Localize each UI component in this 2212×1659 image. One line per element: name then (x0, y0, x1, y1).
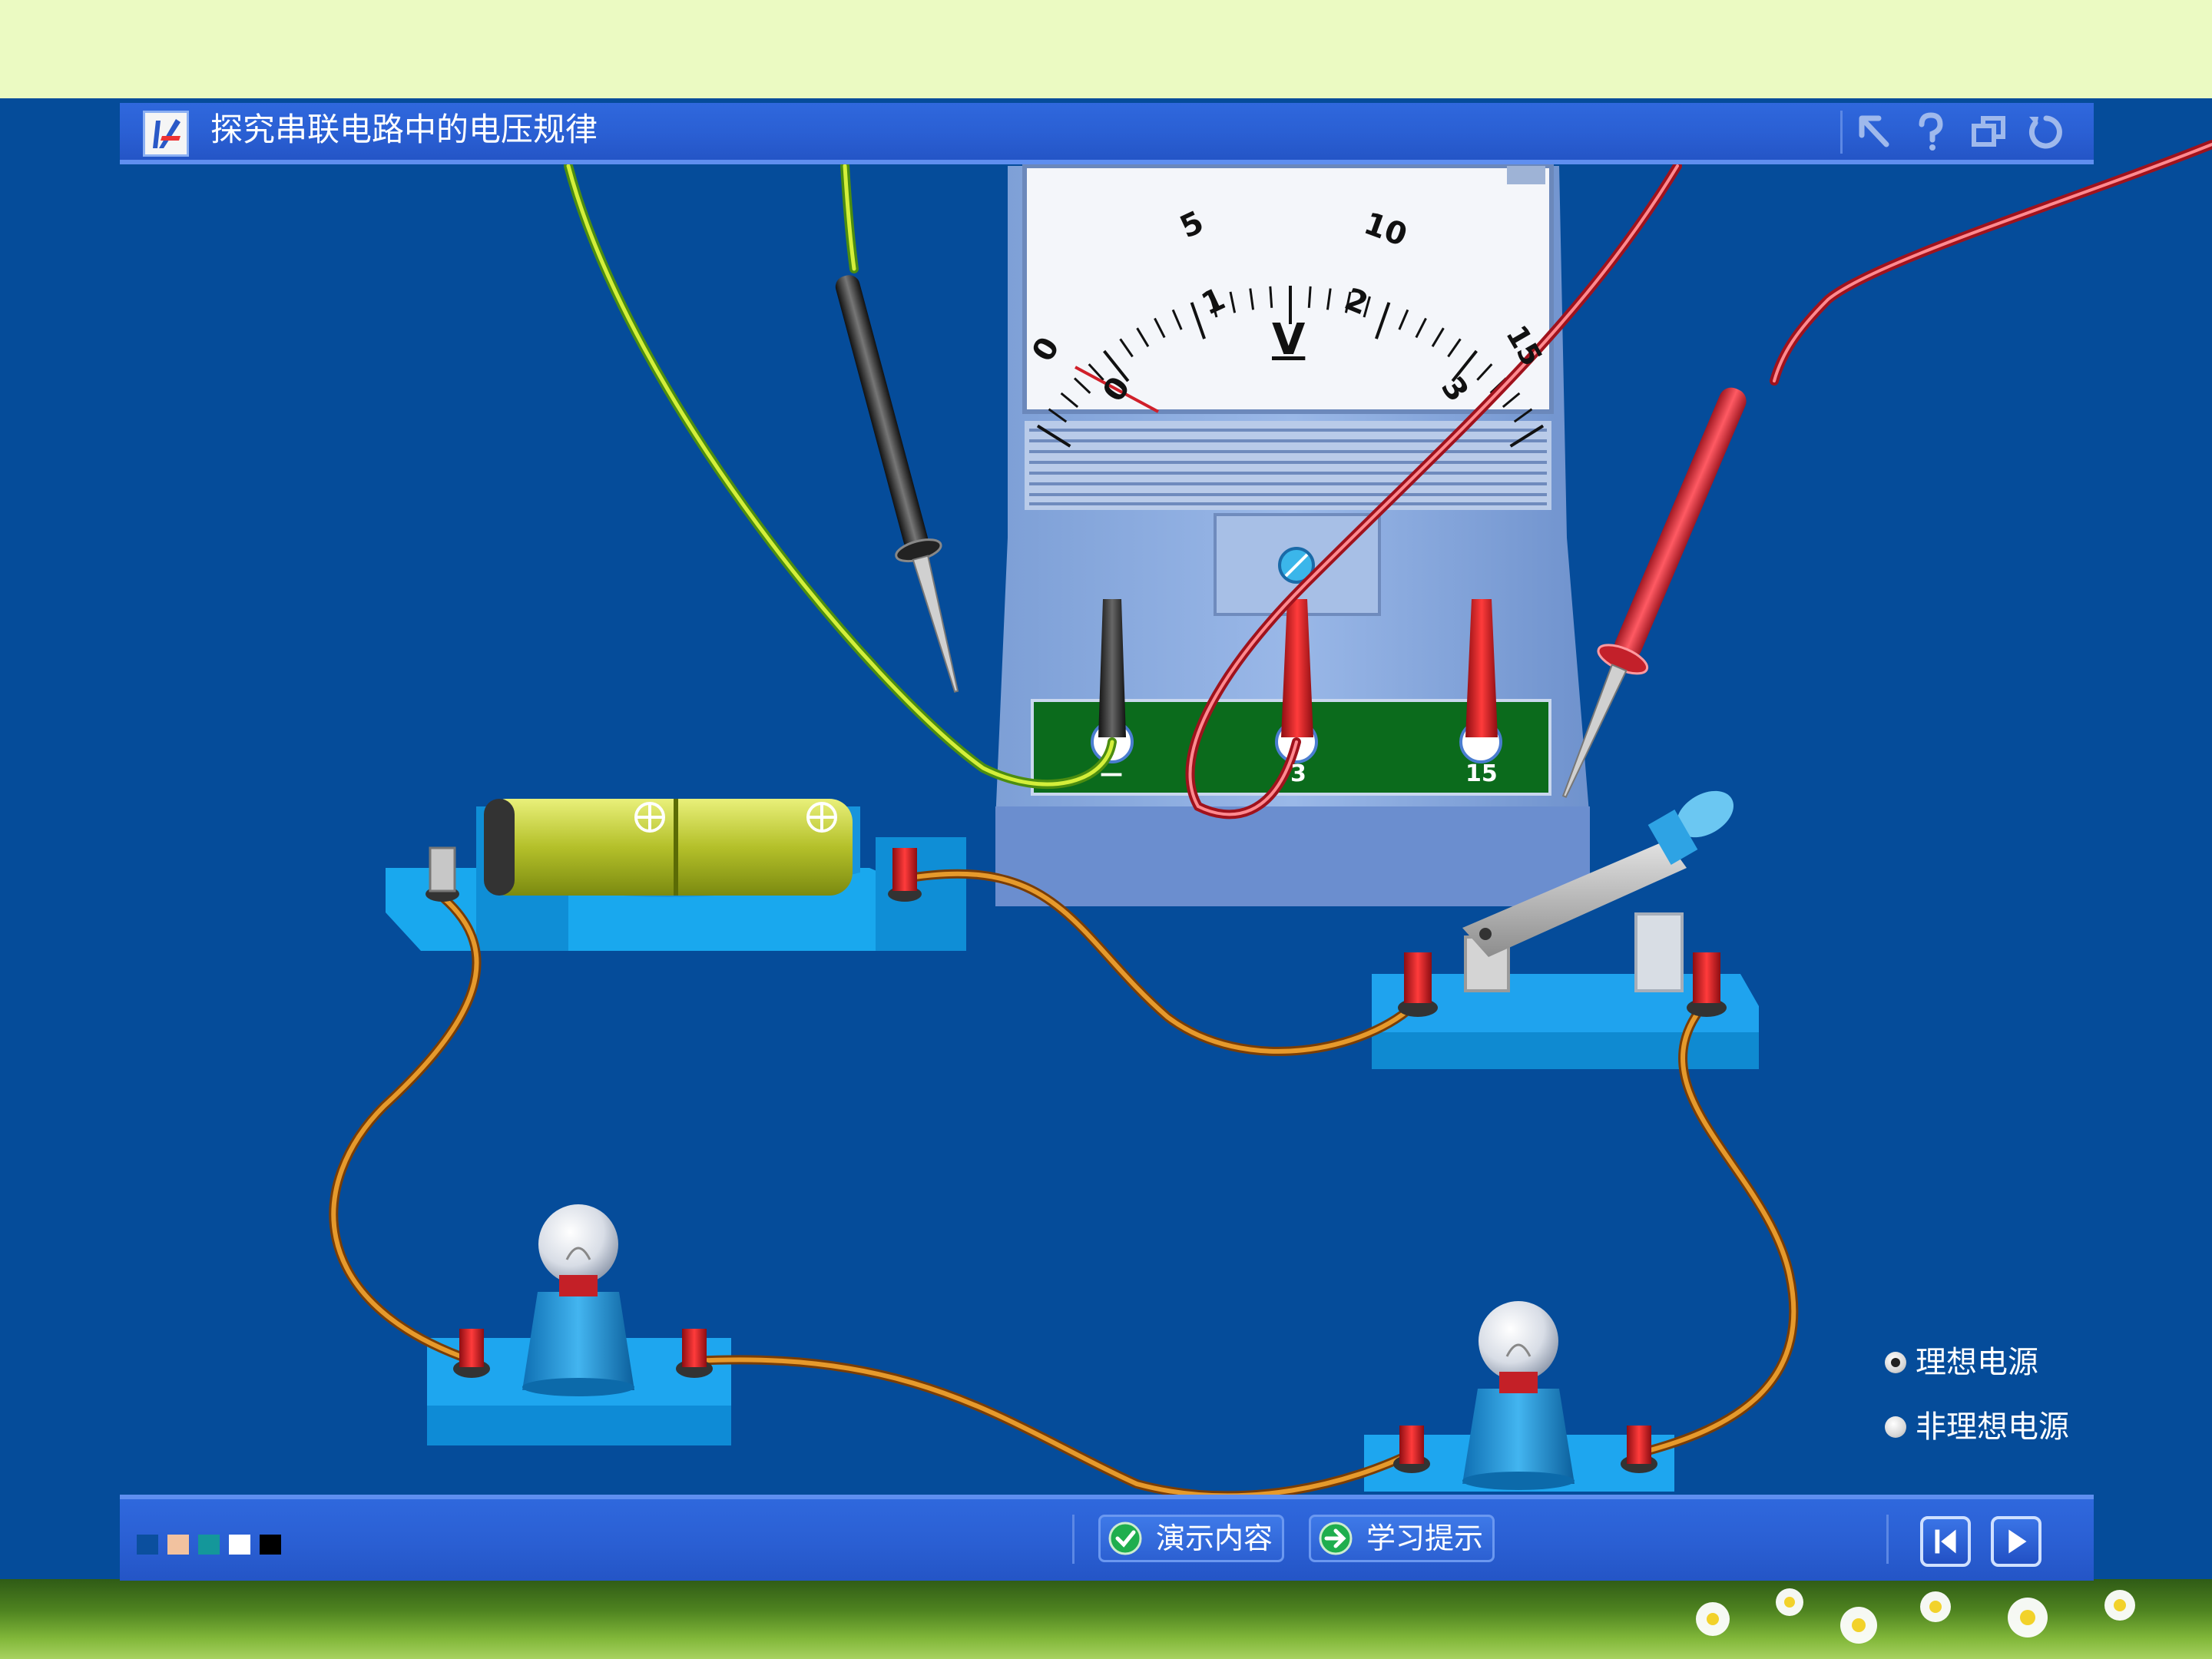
back-arrow-icon[interactable] (1848, 108, 1897, 157)
switch-lever[interactable] (1462, 840, 1687, 957)
battery-holder (386, 799, 966, 951)
bottom-bar: 演示内容 学习提示 (120, 1495, 2094, 1581)
demo-content-button[interactable]: 演示内容 (1098, 1515, 1284, 1562)
dial-tick (1136, 327, 1150, 347)
color-swatch[interactable] (167, 1535, 189, 1555)
switch-handle[interactable] (1668, 781, 1741, 846)
arrow-right-icon (1319, 1522, 1353, 1555)
black-probe[interactable] (823, 270, 979, 697)
dial-tick (1119, 338, 1134, 358)
dial-tick (1451, 349, 1478, 382)
app-title: 探究串联电路中的电压规律 (210, 111, 598, 148)
scenery-strip (0, 1579, 2212, 1659)
lamp-1-bulb (538, 1204, 618, 1284)
dial-tick (1103, 349, 1130, 382)
lamp-2-bulb (1479, 1301, 1558, 1381)
voltmeter-needle (1075, 366, 1159, 413)
dial-tick (1036, 424, 1071, 448)
dial-tick (1476, 363, 1493, 381)
dial-tick (1229, 291, 1237, 313)
power-option-ideal-label: 理想电源 (1916, 1345, 2038, 1380)
dial-tick (1249, 288, 1255, 310)
dial-tick (1210, 296, 1218, 318)
dial-tick (1363, 296, 1371, 318)
binding-posts[interactable] (426, 846, 1727, 1473)
dial-tick (1326, 288, 1332, 310)
radio-button-ideal[interactable] (1885, 1352, 1906, 1373)
switch-contact (1634, 912, 1684, 992)
dial-tick (1190, 302, 1206, 339)
knife-switch[interactable] (1372, 781, 1759, 1069)
dial-tick (1502, 392, 1521, 409)
dial-tick (1060, 392, 1079, 409)
title-bar-separator (1840, 111, 1843, 154)
dial-tick (1088, 363, 1104, 381)
dial-tick (1513, 408, 1533, 423)
voltmeter-base (995, 806, 1590, 906)
dial-tick (1269, 286, 1273, 308)
study-tips-label: 学习提示 (1366, 1522, 1484, 1555)
radio-button-nonideal[interactable] (1885, 1416, 1906, 1438)
dial-tick (1509, 424, 1545, 448)
red-probe[interactable] (1541, 379, 1762, 806)
dial-tick (1447, 338, 1462, 358)
help-icon[interactable] (1906, 108, 1955, 157)
lamp-2 (1364, 1301, 1674, 1492)
reset-icon[interactable] (2020, 108, 2069, 157)
test-leads (564, 140, 2212, 820)
terminal-15v (1459, 599, 1502, 763)
voltmeter-grille (1025, 421, 1551, 510)
play-icon[interactable] (1991, 1516, 2041, 1567)
battery-cells (484, 799, 853, 896)
bottom-bar-separator-2 (1886, 1515, 1889, 1564)
circuit-wires (329, 869, 1799, 1501)
battery-post-left (426, 846, 459, 902)
top-band (0, 0, 2212, 98)
dial-tick (1307, 286, 1312, 308)
color-swatch[interactable] (137, 1535, 158, 1555)
power-option-nonideal-label: 非理想电源 (1916, 1409, 2069, 1445)
window-restore-icon[interactable] (1963, 108, 2012, 157)
dial-ticks (1036, 286, 1545, 448)
color-swatch[interactable] (260, 1535, 281, 1555)
dial-tick (1375, 302, 1391, 339)
bottom-bar-separator (1072, 1515, 1075, 1564)
demo-content-label: 演示内容 (1156, 1522, 1273, 1555)
dial-tick (1431, 327, 1445, 347)
study-tips-button[interactable]: 学习提示 (1309, 1515, 1495, 1562)
color-swatch[interactable] (198, 1535, 220, 1555)
voltmeter-dial (1022, 164, 1554, 414)
dial-tick (1154, 317, 1166, 339)
lamp-1 (427, 1204, 731, 1445)
voltmeter (995, 164, 1590, 906)
skip-to-start-icon[interactable] (1920, 1516, 1971, 1567)
title-bar: 探究串联电路中的电压规律 (120, 103, 2094, 164)
battery-post-right (888, 848, 922, 902)
dial-tick (1073, 377, 1091, 394)
dial-tick (1398, 309, 1409, 330)
color-swatch[interactable] (229, 1535, 250, 1555)
dial-tick (1171, 309, 1183, 330)
voltmeter-terminals[interactable] (1091, 599, 1502, 763)
dial-tick (1415, 317, 1427, 339)
dial-tick (1344, 291, 1352, 313)
app-logo-icon (143, 111, 189, 157)
dial-tick (1048, 408, 1068, 423)
checkmark-icon (1108, 1522, 1142, 1555)
